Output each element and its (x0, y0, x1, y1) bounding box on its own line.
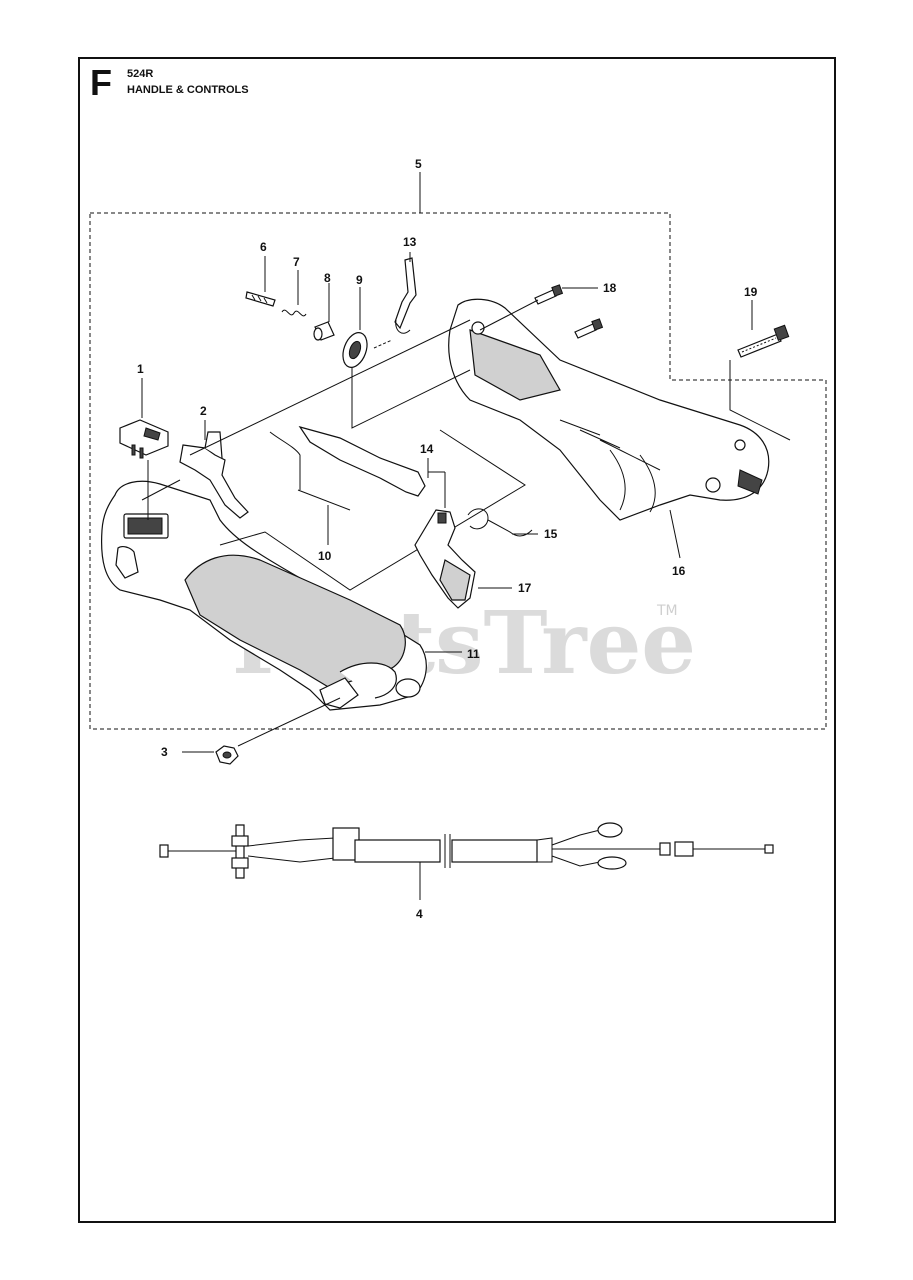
callout-10: 10 (318, 549, 332, 563)
leader-9-link (351, 368, 471, 429)
callout-2: 2 (200, 404, 207, 418)
page-frame (78, 57, 836, 1223)
callout-7: 7 (293, 255, 300, 269)
callout-18: 18 (603, 281, 617, 295)
assembly-ref-lines (219, 429, 526, 591)
callout-11: 11 (467, 647, 480, 661)
screw-18 (534, 284, 604, 339)
handle-half-right (448, 298, 770, 521)
callout-1: 1 (137, 362, 144, 376)
throttle-cable-4 (159, 822, 774, 879)
section-title: HANDLE & CONTROLS (127, 84, 249, 96)
spring-15 (467, 508, 533, 537)
screw-6 (245, 291, 276, 307)
model-number: 524R (127, 68, 154, 80)
callout-4: 4 (416, 907, 423, 921)
spring-7 (281, 309, 307, 317)
assembly-group-outline (89, 212, 827, 730)
callout-5: 5 (415, 157, 422, 171)
clip-13 (394, 257, 417, 334)
handle-half-left (100, 480, 427, 711)
callout-13: 13 (403, 235, 417, 249)
callout-6: 6 (260, 240, 267, 254)
leader-10-link (297, 489, 351, 511)
gear-9 (342, 332, 368, 368)
stop-switch-1 (119, 419, 169, 459)
leader-16 (669, 509, 681, 559)
callout-16: 16 (672, 564, 686, 578)
nut-3 (215, 745, 239, 765)
bolt-19 (737, 324, 790, 358)
callout-15: 15 (544, 527, 558, 541)
sleeve-8 (313, 321, 335, 341)
leader-18-link (479, 299, 539, 331)
callout-14: 14 (420, 442, 434, 456)
callout-3: 3 (161, 745, 168, 759)
leader-19-link (729, 360, 791, 441)
leader-3-link (237, 697, 341, 747)
lever-2 (179, 431, 249, 519)
leader-2-link (141, 479, 181, 501)
callout-19: 19 (744, 285, 758, 299)
trigger-17 (414, 509, 476, 609)
watermark-tm: TM (656, 603, 678, 619)
leader-9-axis (373, 339, 393, 349)
callout-9: 9 (356, 273, 363, 287)
callout-8: 8 (324, 271, 331, 285)
throttle-rod-10 (269, 425, 426, 497)
leader-2-axis (189, 319, 471, 456)
callout-17: 17 (518, 581, 532, 595)
section-letter: F (90, 62, 112, 103)
